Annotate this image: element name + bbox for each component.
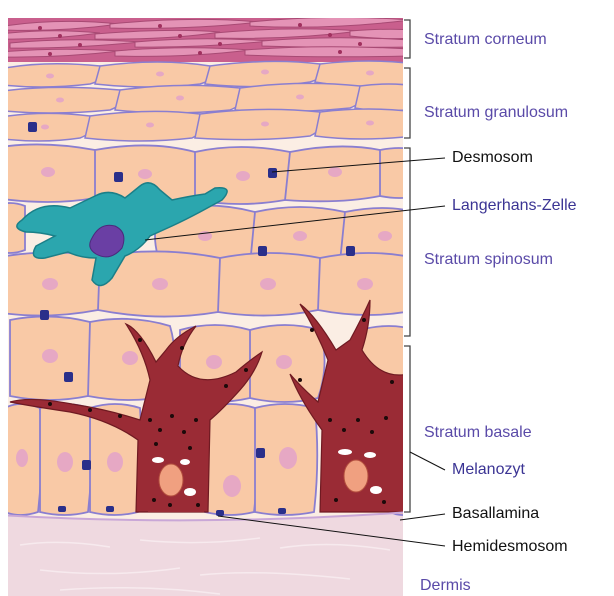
callout-line-basallamina (400, 514, 445, 520)
label-stratum-granulosum: Stratum granulosum (424, 103, 568, 123)
layer-brackets (404, 20, 410, 512)
stratum-corneum-layer (0, 17, 410, 62)
bracket-basale (404, 346, 410, 512)
label-stratum-corneum: Stratum corneum (424, 30, 547, 50)
bracket-corneum (404, 20, 410, 58)
dermis-layer (0, 512, 410, 596)
bracket-spinosum (404, 148, 410, 336)
label-stratum-spinosum: Stratum spinosum (424, 250, 553, 270)
callout-line-melanozyt (410, 452, 445, 470)
label-hemidesmosom: Hemidesmosom (452, 537, 568, 557)
label-desmosom: Desmosom (452, 148, 533, 168)
bracket-granulosum (404, 68, 410, 138)
label-langerhans-zelle: Langerhans-Zelle (452, 196, 577, 216)
label-dermis: Dermis (420, 576, 471, 596)
label-stratum-basale: Stratum basale (424, 423, 532, 443)
label-basallamina: Basallamina (452, 504, 539, 524)
label-melanozyt: Melanozyt (452, 460, 525, 480)
